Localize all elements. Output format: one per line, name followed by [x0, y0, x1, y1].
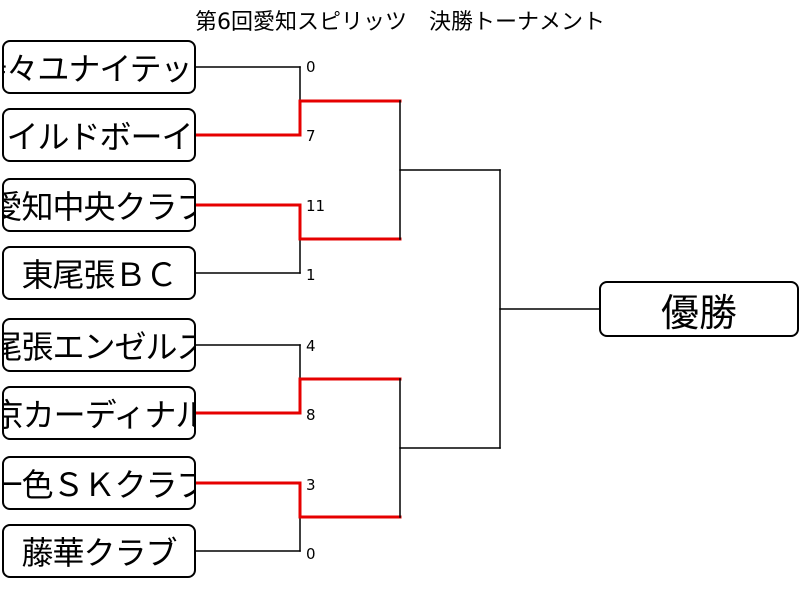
team-box-5: 尾張エンゼルス — [2, 318, 196, 372]
team-box-3: 愛知中央クラブ — [2, 178, 196, 232]
score-1: 0 — [306, 58, 316, 76]
score-6: 8 — [306, 406, 316, 424]
tournament-title: 第6回愛知スピリッツ 決勝トーナメント — [195, 10, 605, 35]
champion-box: 優勝 — [599, 281, 799, 337]
score-7: 3 — [306, 476, 316, 494]
score-5: 4 — [306, 337, 316, 355]
score-2: 7 — [306, 127, 316, 145]
team-box-8: 藤華クラブ — [2, 524, 196, 578]
team-box-6: 中京カーディナルス — [2, 386, 196, 440]
team-box-1: 寿々ユナイテッド — [2, 40, 196, 94]
team-box-2: ワイルドボーイズ — [2, 108, 196, 162]
team-box-4: 東尾張ＢＣ — [2, 246, 196, 300]
score-3: 11 — [306, 197, 326, 215]
team-box-7: 一色ＳＫクラブ — [2, 456, 196, 510]
score-8: 0 — [306, 545, 316, 563]
score-4: 1 — [306, 266, 316, 284]
